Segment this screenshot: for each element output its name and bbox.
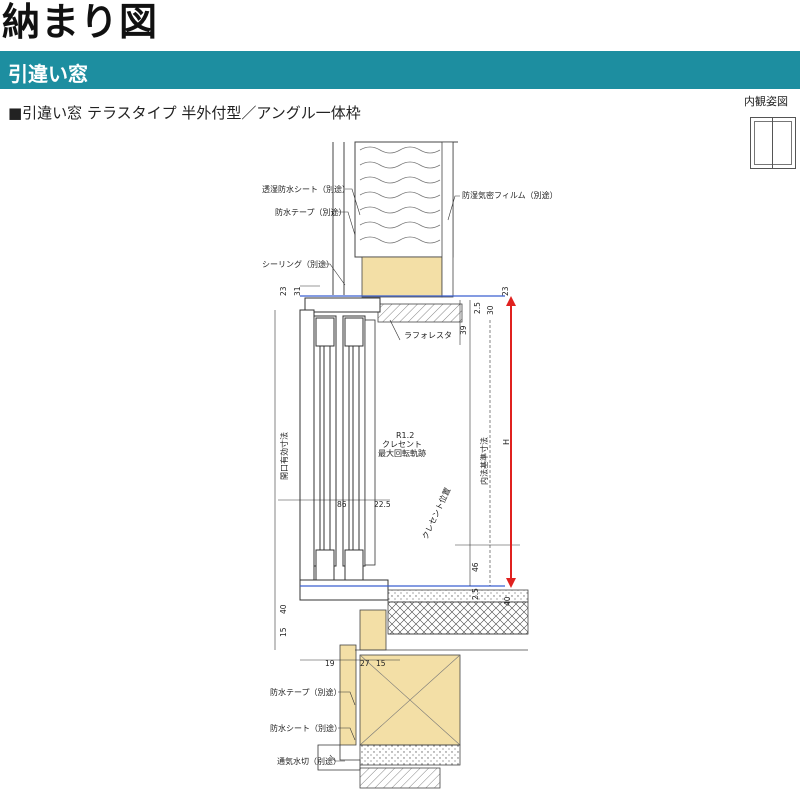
view-mullion: [772, 118, 773, 168]
page-title: 納まり図: [2, 0, 159, 44]
label-lafore: ラフォレスタ: [404, 331, 452, 340]
interior-view-label: 内観姿図: [744, 95, 788, 108]
dim-30: 30: [486, 305, 495, 315]
sash-left: [299, 309, 337, 581]
dim-23b: 23: [501, 286, 510, 296]
interior-view-thumbnail: [750, 117, 796, 169]
dimension-lines: [274, 285, 520, 661]
label-vapor-film: 防湿気密フィルム（別途）: [462, 190, 558, 200]
dim-23a: 23: [279, 286, 288, 296]
upper-wall: [332, 141, 458, 298]
label-h: H: [502, 439, 511, 445]
dim-39: 39: [459, 325, 468, 335]
sash-right: [342, 315, 376, 581]
dim-15: 15: [279, 627, 288, 637]
h-dimension-arrow: [506, 296, 516, 588]
view-frame: [754, 121, 792, 165]
dim-25a: 2.5: [473, 302, 482, 314]
dim-86: 86: [337, 500, 347, 509]
leader-lines: [322, 188, 460, 762]
label-tape-bottom: 防水テープ（別途）: [270, 687, 342, 697]
section-banner: 引違い窓: [0, 51, 800, 89]
head-frame: [300, 295, 505, 341]
label-sheet: 透湿防水シート（別途）: [262, 184, 350, 194]
label-opening: 開口有効寸法: [279, 432, 289, 480]
label-crescent: クレセント位置: [420, 486, 453, 541]
dim-15b: 15: [376, 659, 386, 668]
dim-225: 22.5: [374, 500, 391, 509]
dim-31: 31: [293, 286, 302, 296]
label-tape-top: 防水テープ（別途）: [275, 207, 347, 217]
dim-27: 27: [360, 659, 370, 668]
label-drip: 通気水切（別途）: [277, 756, 341, 766]
banner-title: 引違い窓: [8, 62, 88, 86]
dim-25b: 2.5: [471, 588, 480, 600]
label-sheet-bottom: 防水シート（別途）: [270, 723, 342, 733]
dim-40a: 40: [503, 596, 512, 606]
dim-19: 19: [325, 659, 335, 668]
sill-frame: [299, 579, 529, 635]
dim-46: 46: [471, 562, 480, 572]
label-inner-dim: 内法基準寸法: [479, 437, 489, 485]
dim-40b: 40: [279, 604, 288, 614]
drawing-subtitle: ■引違い窓 テラスタイプ 半外付型／アングル一体枠: [8, 104, 361, 122]
lower-wall: [317, 609, 528, 789]
label-sealing: シーリング（別途）: [262, 259, 334, 269]
